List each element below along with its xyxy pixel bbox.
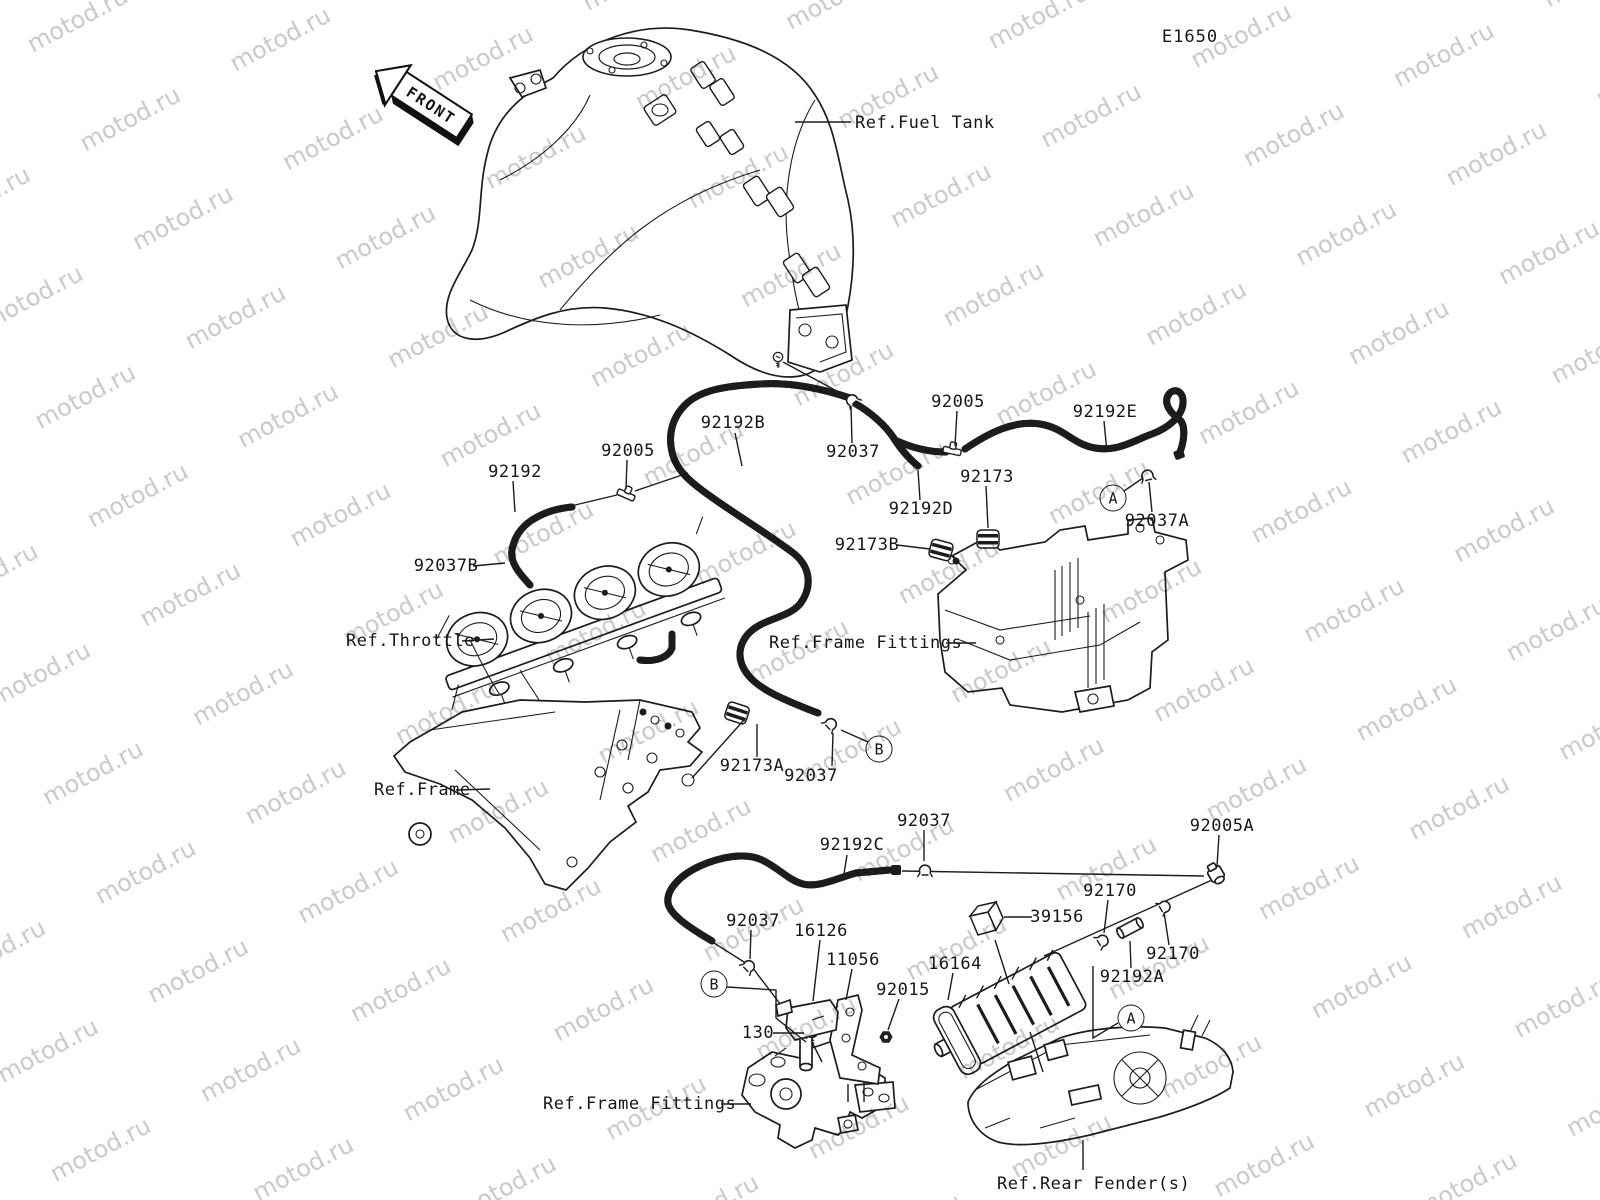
- part-label: 92005: [601, 441, 655, 461]
- part-label: 92192: [488, 462, 542, 482]
- part-label: 92037: [897, 811, 951, 831]
- detail-marker-b: B: [865, 735, 893, 763]
- ref-label: Ref.Fuel Tank: [855, 113, 995, 133]
- part-label: 92192B: [700, 413, 766, 433]
- part-label: 16164: [928, 954, 982, 974]
- part-label: 16126: [794, 921, 848, 941]
- part-label: 92170: [1083, 881, 1137, 901]
- part-label: 92192A: [1099, 967, 1165, 987]
- part-label: 92170: [1146, 944, 1200, 964]
- part-label: 92005: [931, 392, 985, 412]
- ref-label: Ref.Frame Fittings: [769, 633, 963, 653]
- part-label: 92173A: [719, 756, 785, 776]
- part-label: 92037: [726, 911, 780, 931]
- part-label: 92005A: [1189, 816, 1255, 836]
- detail-marker-a: A: [1117, 1004, 1145, 1032]
- ref-label: Ref.Frame: [374, 780, 471, 800]
- detail-marker-b: B: [700, 970, 728, 998]
- part-label: 11056: [826, 950, 880, 970]
- part-label: 92037: [826, 442, 880, 462]
- part-label: 92192C: [819, 835, 885, 855]
- part-label: 92192D: [888, 499, 954, 519]
- part-label: 92037: [784, 766, 838, 786]
- ref-label: Ref.Throttle: [346, 631, 475, 651]
- part-label: 92037A: [1124, 511, 1190, 531]
- part-label: 92015: [876, 980, 930, 1000]
- part-label: 92037B: [413, 556, 479, 576]
- ref-label: Ref.Frame Fittings: [543, 1094, 737, 1114]
- detail-marker-a: A: [1099, 484, 1127, 512]
- ref-label: Ref.Rear Fender(s): [997, 1174, 1191, 1194]
- diagram-code: E1650: [1161, 27, 1219, 47]
- part-label: 39156: [1030, 907, 1084, 927]
- part-label: 130: [741, 1023, 775, 1043]
- part-label: 92173: [960, 467, 1014, 487]
- part-label: 92192E: [1072, 402, 1138, 422]
- part-label: 92173B: [834, 535, 900, 555]
